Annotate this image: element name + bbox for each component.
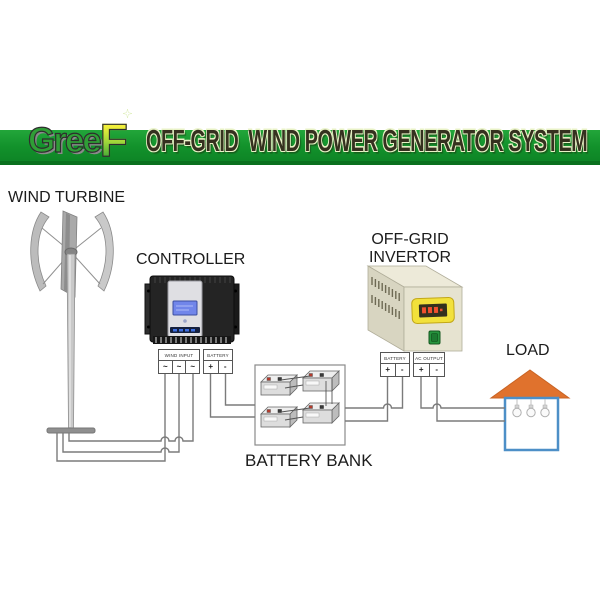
invertor-display-panel <box>411 296 455 325</box>
terminal-group-battery: BATTERY + - <box>203 349 233 374</box>
turbine-pole <box>66 253 76 429</box>
controller-heatsink-fins <box>154 277 231 283</box>
terminal-group-label: BATTERY <box>203 349 233 361</box>
invertor-vents-row1 <box>371 277 400 301</box>
terminal-group-label: AC OUTPUT <box>413 352 445 364</box>
terminal-pin-plus: + <box>414 364 430 376</box>
terminal-pins: + - <box>203 361 233 374</box>
brand-logo-accent-letter: F <box>99 114 128 166</box>
wind-turbine-label: WIND TURBINE <box>8 189 126 206</box>
load-label: LOAD <box>506 342 550 359</box>
invertor-label-line2: INVERTOR <box>368 249 452 266</box>
terminal-pin-minus: - <box>223 362 227 371</box>
battery-top-left <box>260 374 298 396</box>
terminal-pin-plus: + <box>204 361 219 373</box>
controller-terminal-block: WIND INPUT ~ ~ ~ BATTERY + - <box>158 349 233 374</box>
wire-controller-plus-to-battery-bank <box>209 374 255 418</box>
controller-lcd-screen <box>172 300 198 316</box>
wire-invertor-plus-to-battery-bank <box>345 377 389 422</box>
lcd-text-lines <box>176 305 193 311</box>
wire-controller-minus-to-battery-bank <box>224 374 255 406</box>
invertor-device <box>366 265 464 352</box>
wire-turbine-to-controller-3 <box>56 374 166 462</box>
battery-top-right <box>302 370 340 392</box>
invertor-terminal-block: BATTERY + - AC OUTPUT + - <box>380 352 445 377</box>
invertor-vents-row2 <box>371 295 400 319</box>
terminal-pins: + - <box>380 364 410 377</box>
wind-turbine-graphic <box>30 210 114 434</box>
wire-ac-plus-to-load <box>420 377 505 409</box>
brand-logo-text: Gree <box>27 121 102 161</box>
house-roof <box>489 369 571 399</box>
turbine-spokes <box>41 227 102 285</box>
controller-device <box>144 275 240 344</box>
sparkle-icon <box>122 109 132 118</box>
battery-bottom-left <box>260 406 298 428</box>
battery-bank-graphic <box>254 364 346 446</box>
terminal-group-ac-output: AC OUTPUT + - <box>413 352 445 377</box>
battery-bank-label: BATTERY BANK <box>245 451 373 470</box>
wire-turbine-to-controller-1 <box>68 374 194 442</box>
terminal-teeth <box>155 337 227 343</box>
invertor-label-line1: OFF-GRID <box>371 231 449 248</box>
terminal-group-wind-input: WIND INPUT ~ ~ ~ <box>158 349 200 374</box>
terminal-pin-plus: + <box>381 364 396 376</box>
terminal-pins: ~ ~ ~ <box>158 361 200 374</box>
terminal-pin-ac3: ~ <box>190 362 196 371</box>
display-digits <box>421 306 443 314</box>
battery-interconnect-wires <box>280 375 333 421</box>
terminal-pin-ac2: ~ <box>173 361 187 373</box>
invertor-label: OFF-GRID INVERTOR <box>364 231 456 267</box>
terminal-group-label: WIND INPUT <box>158 349 200 361</box>
light-bulbs-icon <box>512 399 550 418</box>
wire-ac-minus-to-load <box>436 377 505 422</box>
wire-invertor-minus-to-battery-bank <box>345 377 404 409</box>
controller-button <box>183 319 187 323</box>
terminal-group-label: BATTERY <box>380 352 410 364</box>
load-house-graphic <box>489 369 571 452</box>
brand-logo: Gree F <box>27 109 132 166</box>
terminal-pin-minus: - <box>400 365 404 374</box>
terminal-group-battery: BATTERY + - <box>380 352 410 377</box>
banner-title: OFF-GRID WIND POWER GENERATOR SYSTEM <box>146 123 588 158</box>
turbine-base-flange <box>46 427 96 434</box>
terminal-pin-ac1: ~ <box>159 361 173 373</box>
wiring <box>56 374 505 462</box>
controller-label: CONTROLLER <box>136 251 246 268</box>
header-band <box>0 130 600 165</box>
terminal-pins: + - <box>413 364 445 377</box>
terminal-pin-minus: - <box>435 365 439 374</box>
battery-bottom-right <box>302 402 340 424</box>
